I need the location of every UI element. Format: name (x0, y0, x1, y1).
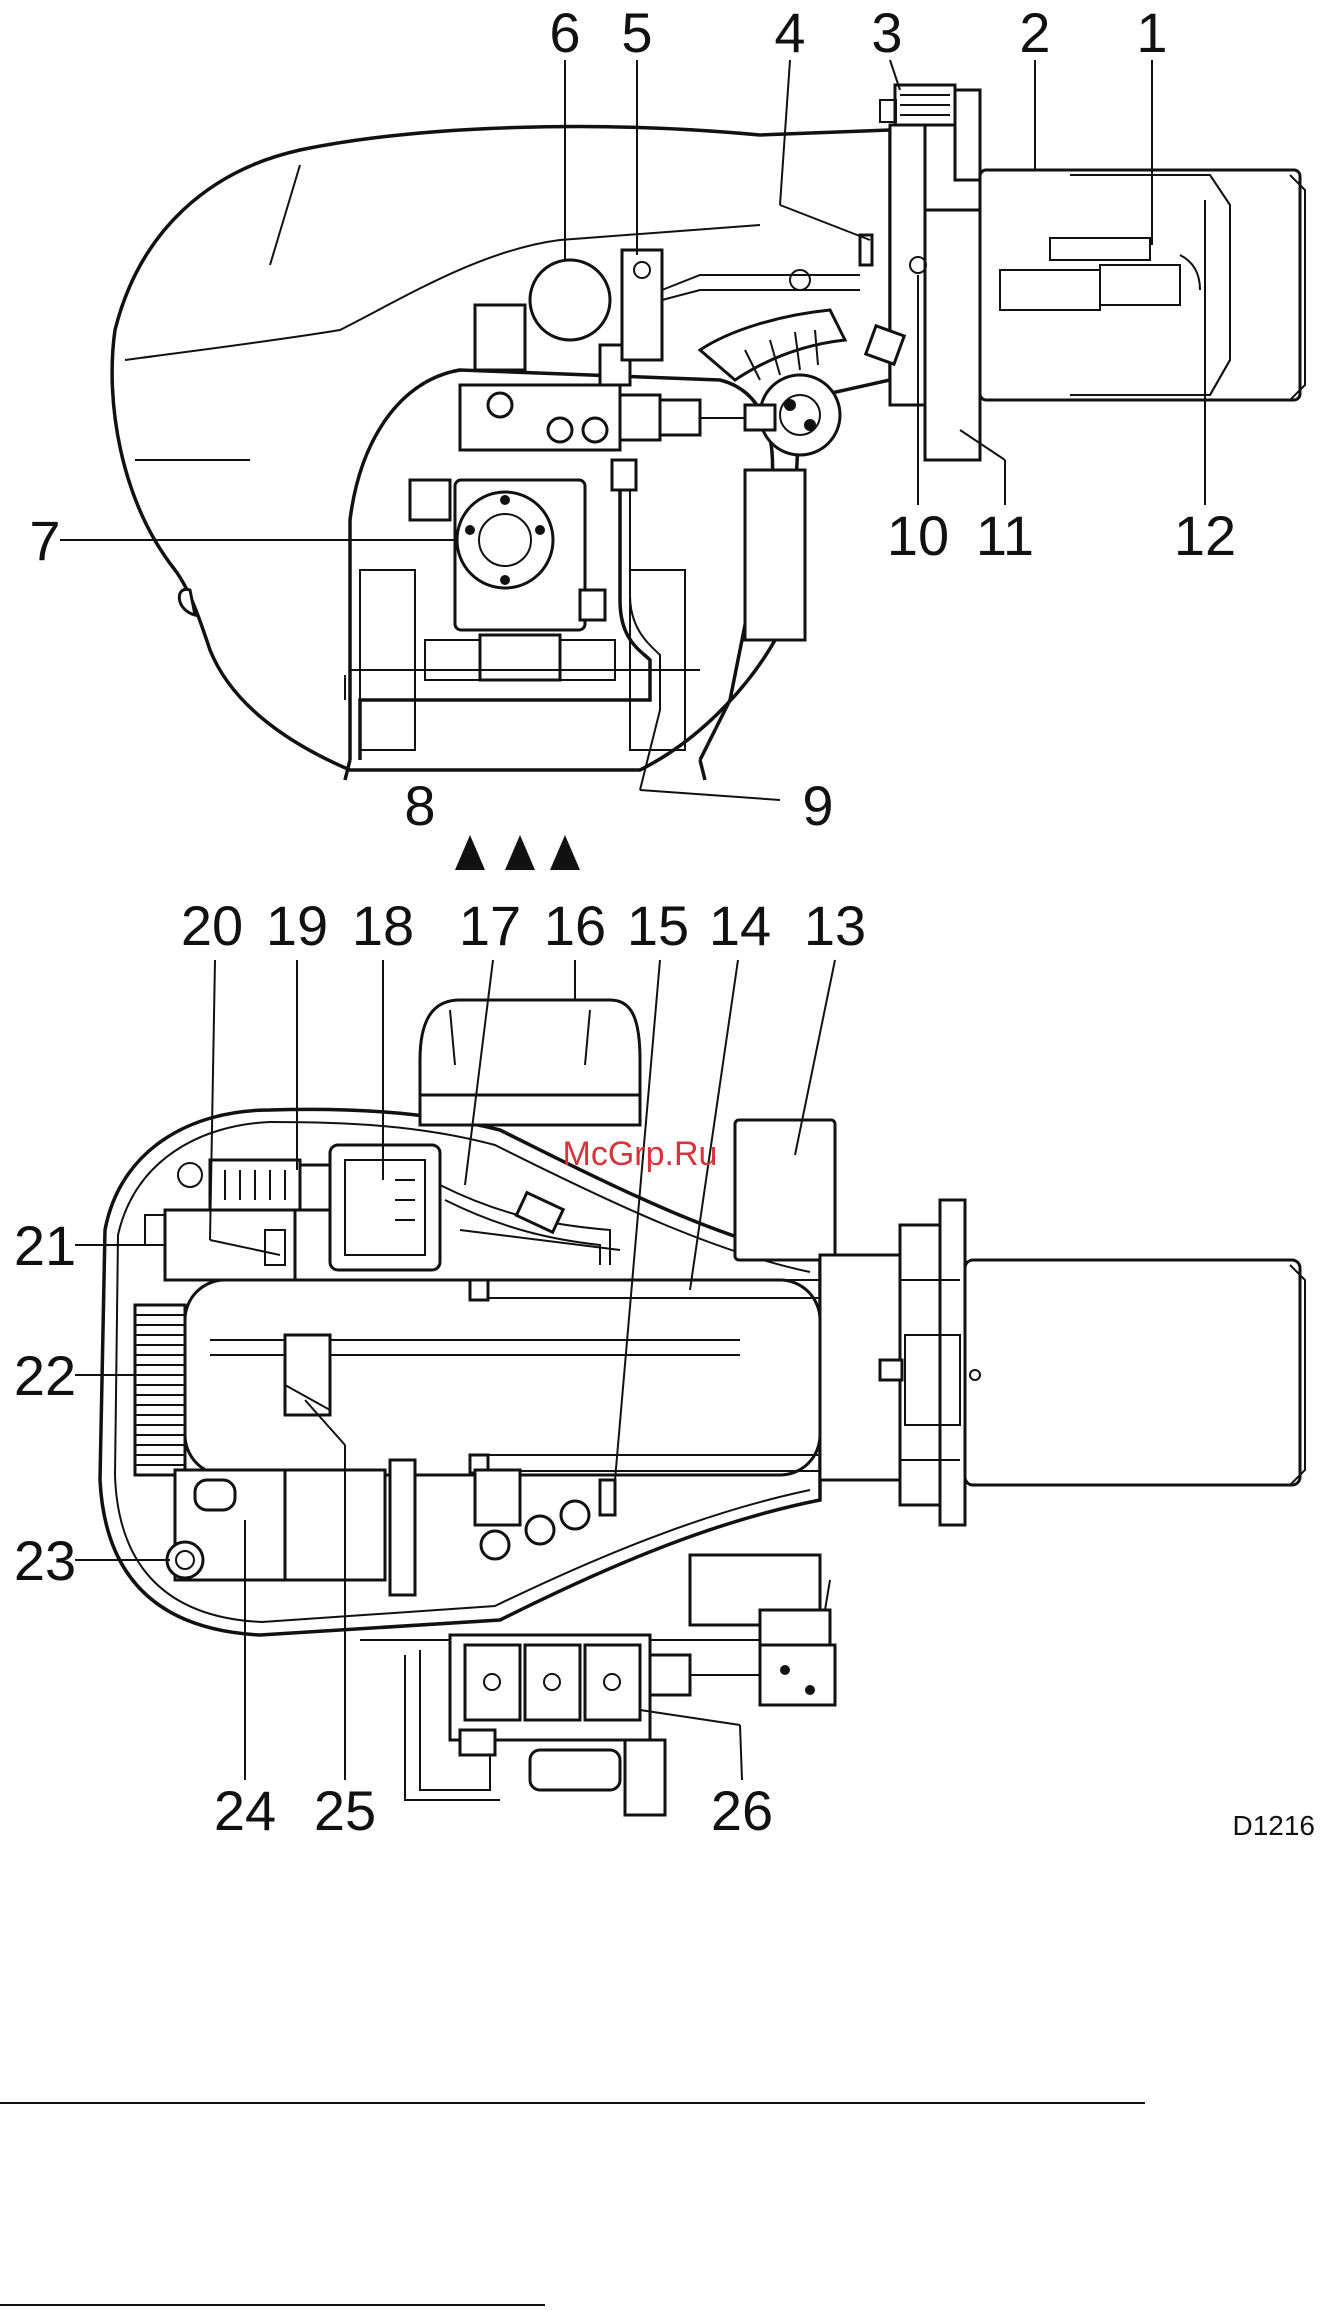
air-inlet-arrow (505, 835, 535, 870)
watermark-text: McGrp.Ru (563, 1135, 718, 1173)
callout-12: 12 (1174, 504, 1236, 567)
callout-15: 15 (627, 894, 689, 957)
callout-22: 22 (14, 1344, 76, 1407)
callout-21: 21 (14, 1214, 76, 1277)
callout-16: 16 (544, 894, 606, 957)
pressure-gauge (530, 260, 610, 340)
air-inlet-arrow (455, 835, 485, 870)
burner-side-view (112, 85, 1305, 870)
callout-17: 17 (459, 894, 521, 957)
blast-tube (980, 170, 1300, 400)
callout-19: 19 (266, 894, 328, 957)
callout-13: 13 (804, 894, 866, 957)
pressure-regulator (622, 250, 662, 360)
callout-9: 9 (802, 774, 833, 837)
callout-25: 25 (314, 1779, 376, 1842)
pump-cover (457, 492, 553, 588)
callout-26: 26 (711, 1779, 773, 1842)
callout-1: 1 (1136, 1, 1167, 64)
callout-5: 5 (621, 1, 652, 64)
burner-top-view (100, 1000, 1305, 1815)
flange-gasket (925, 210, 980, 460)
pump-fitting (410, 480, 450, 520)
callout-4: 4 (774, 1, 805, 64)
solenoid-coil (475, 305, 525, 370)
blast-tube-top (965, 1260, 1300, 1485)
linkage-plate (760, 1645, 835, 1705)
callout-6: 6 (549, 1, 580, 64)
callout-8: 8 (404, 774, 435, 837)
callout-2: 2 (1019, 1, 1050, 64)
control-box (330, 1145, 440, 1270)
air-damper-sector (700, 310, 845, 380)
callout-10: 10 (887, 504, 949, 567)
motor-capacitor (735, 1120, 835, 1260)
left-foot (360, 570, 415, 750)
callout-7: 7 (29, 509, 60, 572)
callout-20: 20 (181, 894, 243, 957)
motor-support (745, 470, 805, 640)
photocell-bracket (475, 1470, 520, 1525)
callout-18: 18 (352, 894, 414, 957)
fan-chamber (185, 1280, 820, 1475)
pump-base (480, 635, 560, 680)
callout-24: 24 (214, 1779, 276, 1842)
callout-23: 23 (14, 1529, 76, 1592)
callout-11: 11 (976, 504, 1034, 567)
drawing-code: D1216 (1232, 1810, 1315, 1841)
air-inlet-arrow (550, 835, 580, 870)
callout-14: 14 (709, 894, 771, 957)
gauge-body (530, 1750, 620, 1790)
air-grille (135, 1305, 185, 1475)
clamp-bracket (955, 90, 980, 180)
cable-gland (167, 1542, 203, 1578)
motor-flange (420, 1095, 640, 1125)
callout-3: 3 (871, 1, 902, 64)
